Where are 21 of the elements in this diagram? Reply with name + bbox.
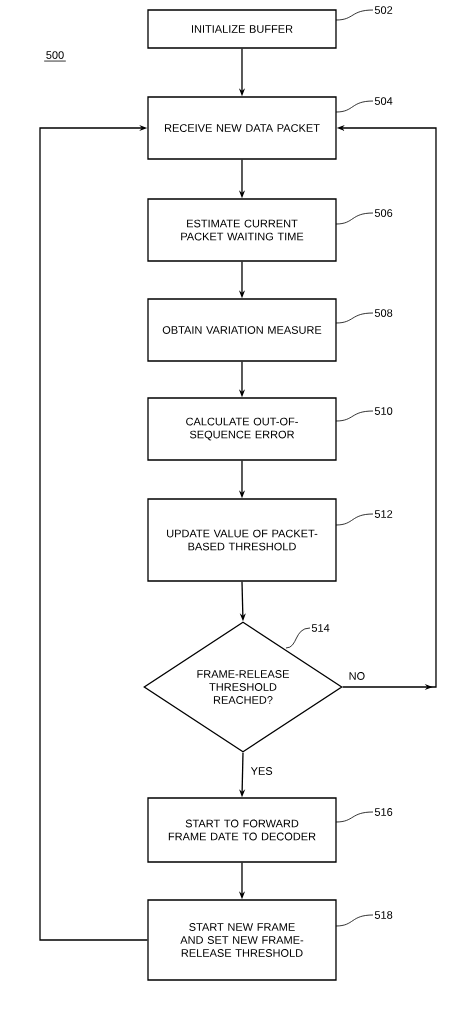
process-box: RECEIVE NEW DATA PACKET xyxy=(147,96,337,160)
reference-numeral: 514 xyxy=(285,624,330,649)
reference-numeral: 508 xyxy=(335,309,393,324)
reference-numeral: 504 xyxy=(335,97,393,113)
edge-label: YES xyxy=(249,766,274,776)
reference-numeral: 518 xyxy=(335,911,393,927)
process-box: OBTAIN VARIATION MEASURE xyxy=(147,298,337,362)
reference-numeral: 510 xyxy=(335,407,393,422)
reference-numeral: 502 xyxy=(335,6,393,21)
process-box: INITIALIZE BUFFER xyxy=(147,9,337,49)
figure-number: 500 xyxy=(43,51,67,62)
reference-numeral: 512 xyxy=(335,510,393,526)
reference-numeral: 516 xyxy=(335,808,393,823)
arrow xyxy=(39,124,148,941)
reference-numeral: 506 xyxy=(335,209,393,225)
process-box: UPDATE VALUE OF PACKET-BASED THRESHOLD xyxy=(147,498,337,582)
process-box: START NEW FRAME AND SET NEW FRAME-RELEASE THRESHOLD xyxy=(147,899,337,981)
process-box: CALCULATE OUT-OF-SEQUENCE ERROR xyxy=(147,397,337,461)
process-box: START TO FORWARD FRAME DATE TO DECODER xyxy=(147,797,337,863)
edge-label: NO xyxy=(347,671,367,681)
process-box: ESTIMATE CURRENT PACKET WAITING TIME xyxy=(147,198,337,262)
